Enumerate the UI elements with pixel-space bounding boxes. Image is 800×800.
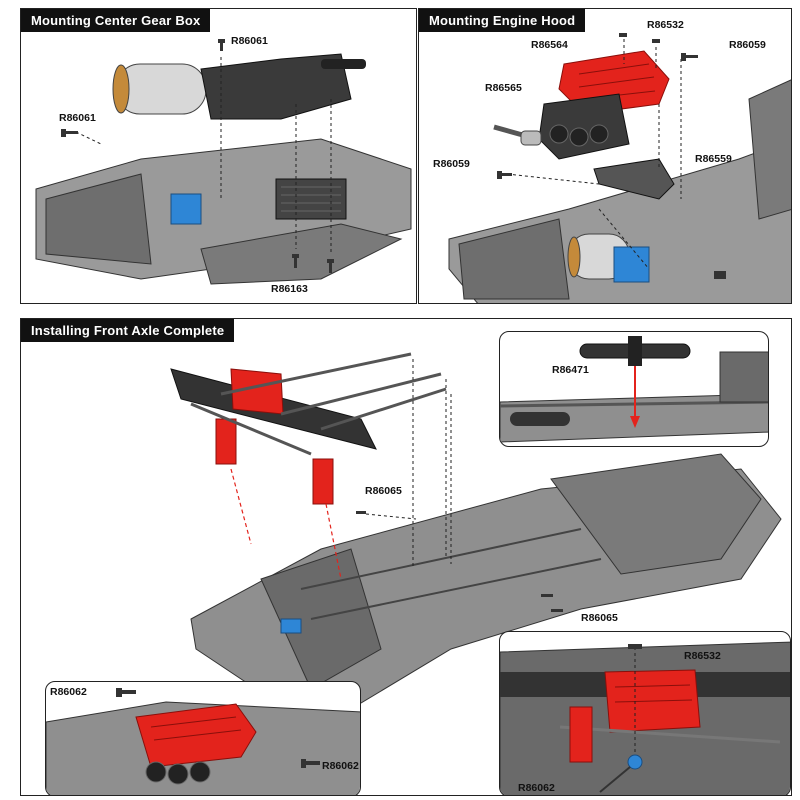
front-axle-illustration (170, 352, 782, 710)
inset-axle-closeup: R86532 R86062 (499, 631, 791, 795)
part-label-right-screw: R86062 (322, 760, 359, 772)
part-label-mid-screw: R86065 (365, 485, 402, 497)
inset-tool: R86471 (499, 331, 769, 447)
part-label-gearbox-bottom: R86163 (271, 283, 308, 295)
part-label-hood: R86564 (531, 39, 568, 51)
part-label-gearbox-top: R86061 (231, 35, 268, 47)
part-label-hood-lever: R86565 (485, 82, 522, 94)
part-label-hood-screws: R86532 (647, 19, 684, 31)
part-label-bottom-screw: R86062 (518, 782, 555, 794)
panel-title: Mounting Center Gear Box (21, 9, 211, 32)
hood-closeup-illustration (46, 688, 360, 795)
panel-front-axle: Installing Front Axle Complete (20, 318, 792, 796)
axle-closeup-illustration (500, 641, 790, 795)
servo-block (170, 193, 202, 225)
hood-illustration (448, 33, 791, 303)
part-label-hood-left-screw: R86059 (433, 158, 470, 170)
part-label-gearbox-left: R86061 (59, 112, 96, 124)
part-label-left-screw: R86062 (50, 686, 87, 698)
panel-gearbox: Mounting Center Gear Box (20, 8, 417, 304)
inset-hood-closeup: R86062 R86062 (45, 681, 361, 795)
part-label-right-screws: R86065 (581, 612, 618, 624)
tool-illustration (500, 336, 768, 443)
gearbox-illustration (35, 39, 412, 285)
panel-title: Installing Front Axle Complete (21, 319, 235, 342)
part-label-hood-right-screw: R86059 (729, 39, 766, 51)
panel-hood: Mounting Engine Hood (418, 8, 792, 304)
part-label-hood-screw: R86532 (684, 650, 721, 662)
panel-title: Mounting Engine Hood (419, 9, 586, 32)
part-label-hood-bracket: R86559 (695, 153, 732, 165)
part-label-tool: R86471 (552, 364, 589, 376)
servo-block (613, 246, 650, 283)
